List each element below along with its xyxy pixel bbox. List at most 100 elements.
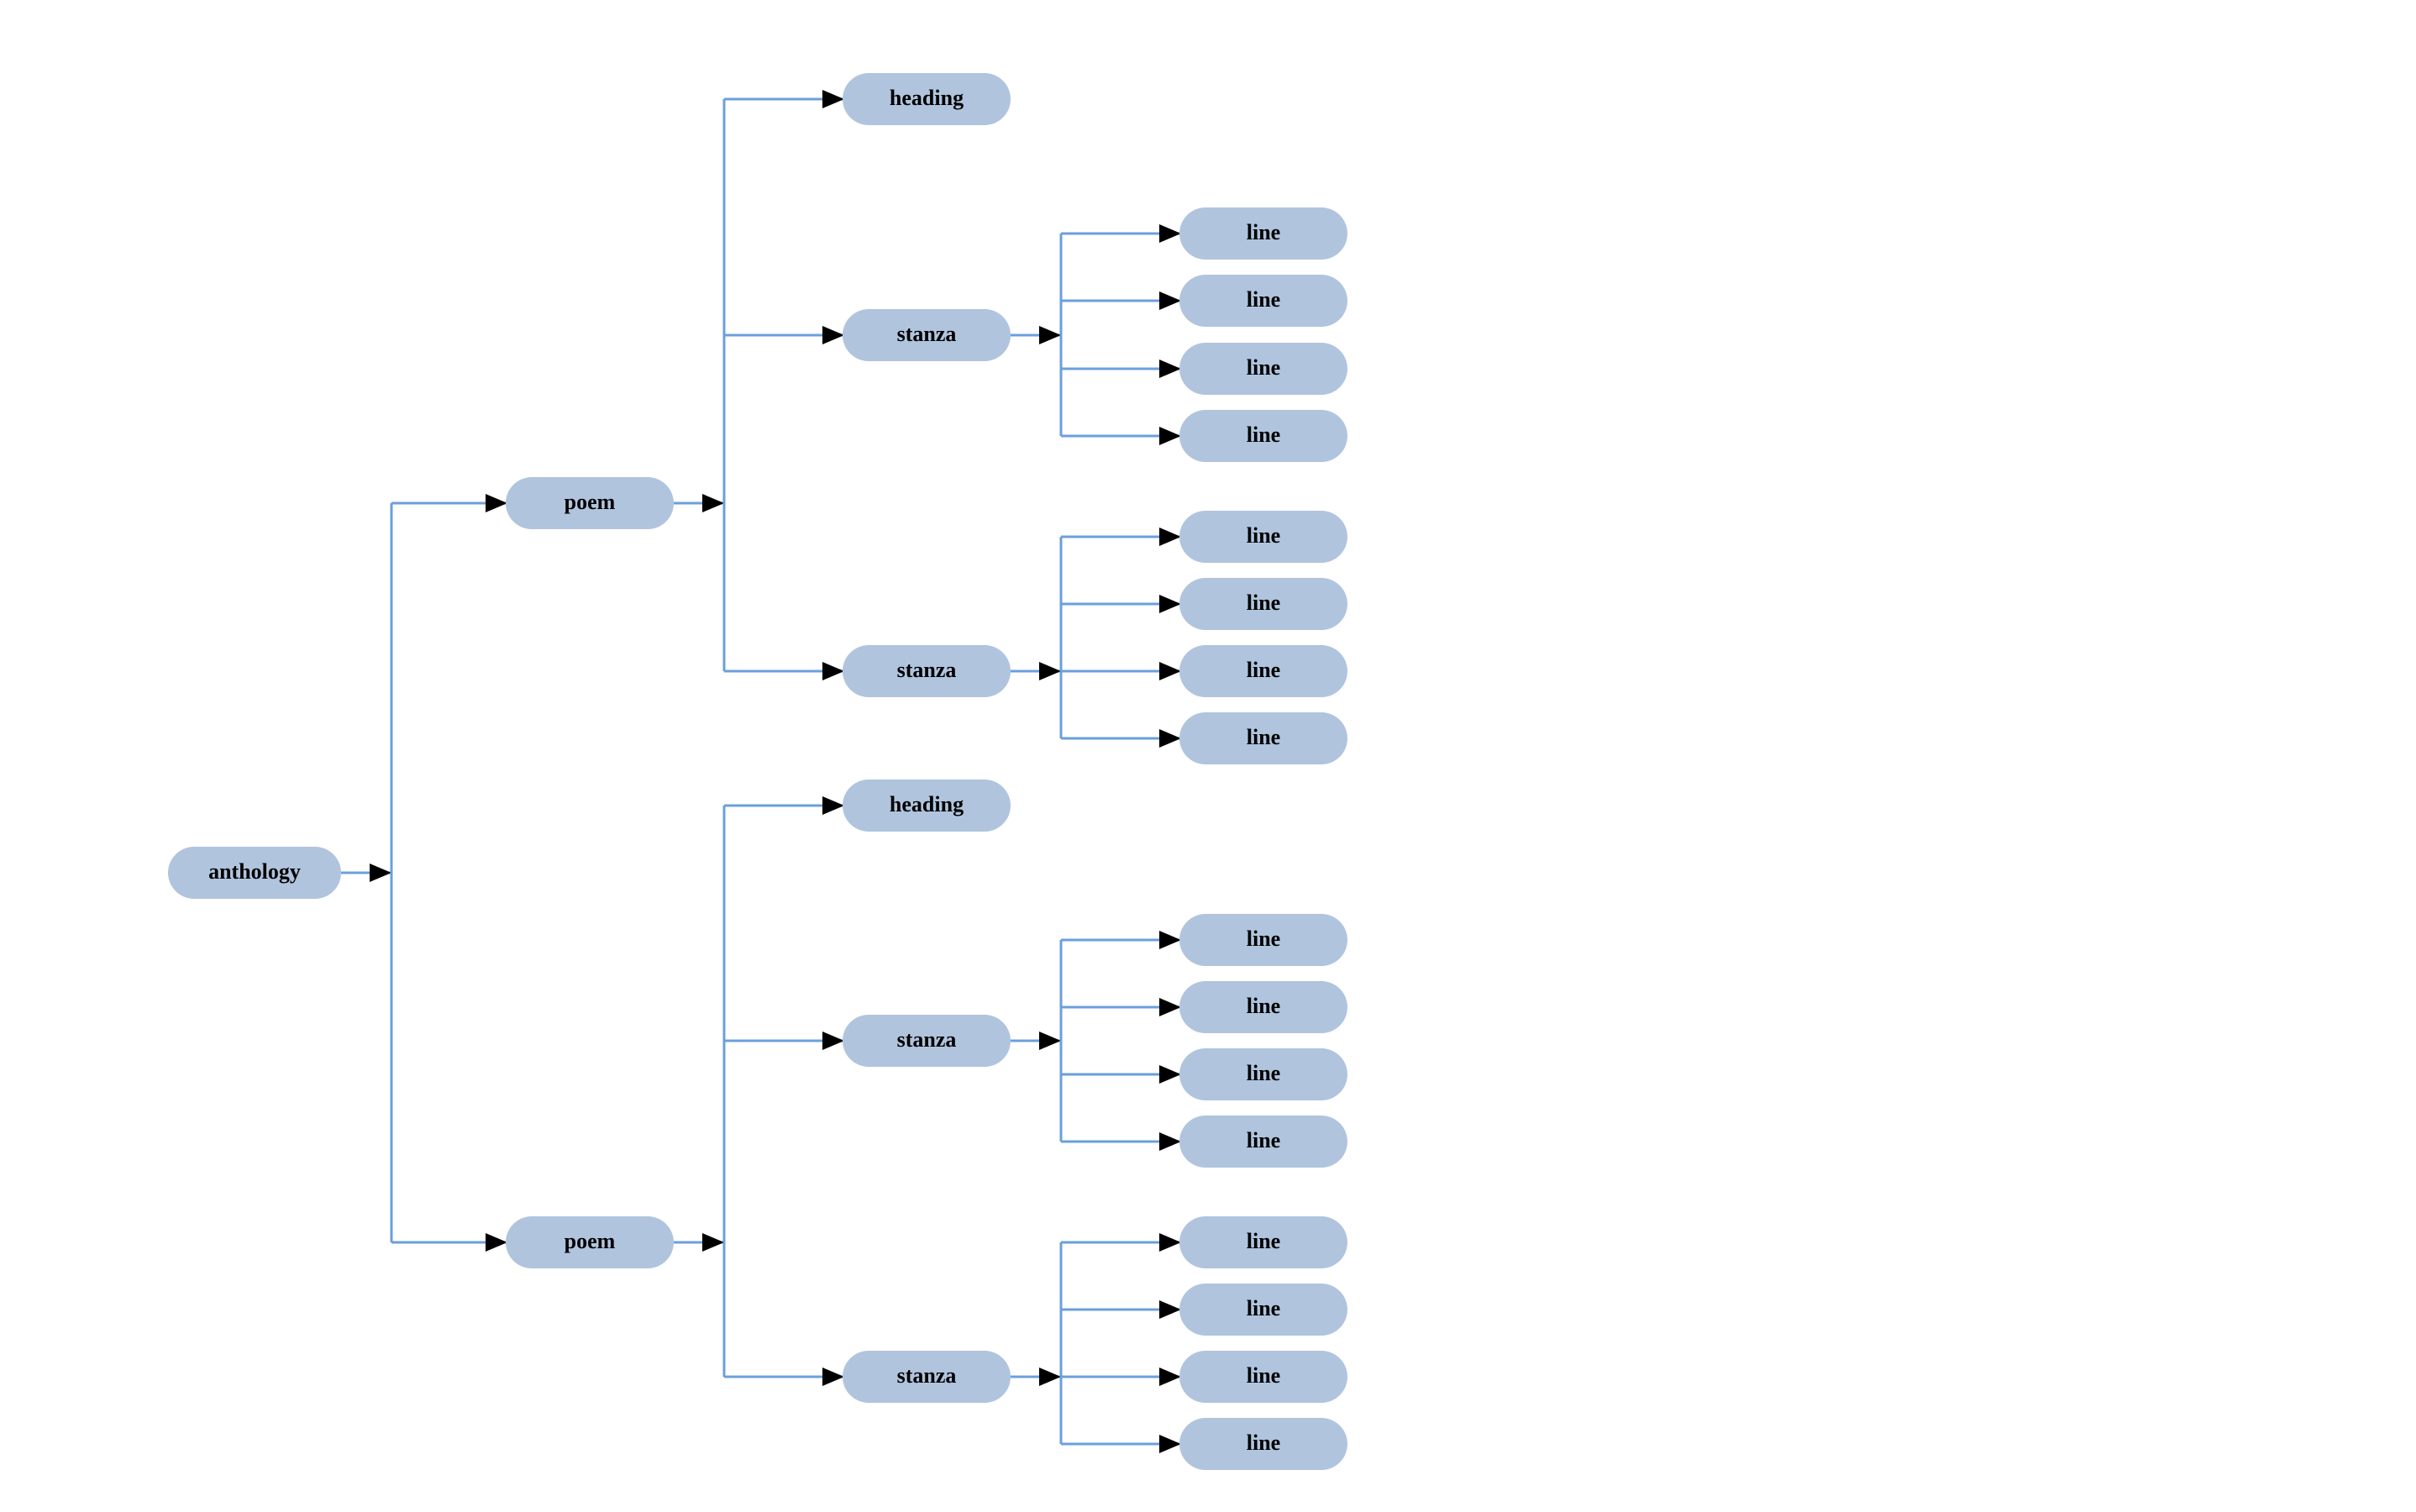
node-shape-poem-2-stanza-1 [843,1015,1011,1067]
arrow-hub-poem-1 [702,494,724,512]
arrow-into-poem-1-stanza-1-line-2 [1159,291,1181,310]
node-shape-poem-2-heading [843,780,1011,832]
arrow-into-poem-2-stanza-1-line-2 [1159,998,1181,1016]
node-poem-2-stanza-1-line-2[interactable]: line [1179,981,1347,1033]
node-label-poem-2-stanza-1-line-2: line [1247,994,1280,1018]
node-shape-poem-1-heading [843,73,1011,125]
edges-layer [341,90,1181,1453]
node-label-poem-1-stanza-1-line-4: line [1247,423,1280,447]
node-shape-poem-1-stanza-1-line-3 [1179,343,1347,395]
node-shape-poem-2-stanza-1-line-2 [1179,981,1347,1033]
node-poem-1-stanza-2-line-4[interactable]: line [1179,712,1347,764]
arrow-into-poem-1-stanza-2-line-4 [1159,729,1181,748]
node-poem-1-heading[interactable]: heading [843,73,1011,125]
arrow-into-poem-2-stanza-1-line-4 [1159,1132,1181,1151]
arrow-into-poem-2-stanza-1-line-3 [1159,1065,1181,1084]
node-shape-poem-2-stanza-2 [843,1351,1011,1403]
node-poem-1-stanza-2[interactable]: stanza [843,645,1011,697]
arrow-hub-poem-1-stanza-1 [1039,326,1061,344]
node-poem-2-stanza-1-line-3[interactable]: line [1179,1048,1347,1100]
node-poem-2-stanza-2-line-4[interactable]: line [1179,1418,1347,1470]
node-poem-2-stanza-2-line-2[interactable]: line [1179,1284,1347,1336]
node-poem-1-stanza-1-line-4[interactable]: line [1179,410,1347,462]
arrow-into-poem-2-stanza-2-line-1 [1159,1233,1181,1252]
node-poem-1-stanza-1-line-1[interactable]: line [1179,207,1347,260]
arrow-into-poem-1-stanza-1-line-1 [1159,224,1181,243]
node-shape-poem-1-stanza-2-line-3 [1179,645,1347,697]
node-label-poem-1-stanza-2-line-2: line [1247,591,1280,615]
node-anthology[interactable]: anthology [168,847,341,899]
node-poem-1-stanza-1-line-2[interactable]: line [1179,275,1347,327]
node-label-poem-1-stanza-1: stanza [897,322,957,346]
node-poem-1-stanza-2-line-2[interactable]: line [1179,578,1347,630]
node-label-poem-1-heading: heading [890,86,964,110]
arrow-into-poem-1-stanza-2-line-1 [1159,528,1181,546]
node-shape-poem-1-stanza-2 [843,645,1011,697]
arrow-hub-poem-2-stanza-1 [1039,1032,1061,1050]
node-shape-poem-2-stanza-2-line-1 [1179,1216,1347,1268]
arrow-into-poem-1-stanza-1 [822,326,844,344]
node-poem-2-heading[interactable]: heading [843,780,1011,832]
node-poem-2[interactable]: poem [506,1216,674,1268]
node-label-poem-2-stanza-1-line-4: line [1247,1128,1280,1152]
node-label-poem-2: poem [565,1229,616,1253]
node-label-poem-2-stanza-2-line-1: line [1247,1229,1280,1253]
node-poem-1-stanza-2-line-1[interactable]: line [1179,511,1347,563]
node-label-poem-1-stanza-2-line-4: line [1247,725,1280,749]
node-poem-2-stanza-2[interactable]: stanza [843,1351,1011,1403]
arrow-into-poem-1-stanza-2 [822,662,844,680]
node-poem-1-stanza-1[interactable]: stanza [843,309,1011,361]
node-poem-2-stanza-1-line-1[interactable]: line [1179,914,1347,966]
node-shape-poem-1-stanza-1 [843,309,1011,361]
node-label-poem-1-stanza-2-line-3: line [1247,658,1280,682]
arrow-into-poem-2-stanza-2-line-4 [1159,1435,1181,1453]
arrow-into-poem-2-stanza-2-line-3 [1159,1368,1181,1386]
node-label-poem-2-heading: heading [890,792,964,816]
node-shape-poem-1 [506,477,674,529]
arrow-hub-anthology [370,864,391,882]
node-shape-poem-1-stanza-2-line-2 [1179,578,1347,630]
node-shape-poem-2-stanza-1-line-1 [1179,914,1347,966]
arrow-into-poem-2-stanza-1 [822,1032,844,1050]
arrow-into-poem-2-stanza-2-line-2 [1159,1300,1181,1319]
node-shape-poem-2-stanza-1-line-4 [1179,1116,1347,1168]
arrow-into-poem-2-stanza-1-line-1 [1159,931,1181,949]
node-shape-poem-1-stanza-1-line-4 [1179,410,1347,462]
arrow-hub-poem-2 [702,1233,724,1252]
node-poem-1[interactable]: poem [506,477,674,529]
node-shape-poem-2-stanza-2-line-2 [1179,1284,1347,1336]
node-poem-2-stanza-1[interactable]: stanza [843,1015,1011,1067]
node-label-poem-1-stanza-2: stanza [897,658,957,682]
node-label-anthology: anthology [208,859,301,884]
node-label-poem-1-stanza-1-line-3: line [1247,355,1280,380]
node-poem-2-stanza-2-line-3[interactable]: line [1179,1351,1347,1403]
node-label-poem-2-stanza-2-line-3: line [1247,1363,1280,1388]
arrow-hub-poem-1-stanza-2 [1039,662,1061,680]
arrow-into-poem-1 [486,494,507,512]
node-shape-poem-2 [506,1216,674,1268]
node-shape-poem-2-stanza-1-line-3 [1179,1048,1347,1100]
node-shape-poem-1-stanza-2-line-1 [1179,511,1347,563]
arrow-into-poem-2-heading [822,796,844,815]
arrow-into-poem-1-stanza-1-line-4 [1159,427,1181,445]
arrow-into-poem-1-heading [822,90,844,108]
node-label-poem-2-stanza-1-line-1: line [1247,927,1280,951]
node-label-poem-2-stanza-2: stanza [897,1363,957,1388]
node-label-poem-1-stanza-1-line-2: line [1247,287,1280,312]
node-label-poem-1-stanza-1-line-1: line [1247,220,1280,244]
node-label-poem-2-stanza-1: stanza [897,1027,957,1052]
node-poem-2-stanza-2-line-1[interactable]: line [1179,1216,1347,1268]
node-label-poem-2-stanza-2-line-4: line [1247,1431,1280,1455]
node-shape-poem-1-stanza-1-line-1 [1179,207,1347,260]
node-label-poem-2-stanza-2-line-2: line [1247,1296,1280,1320]
node-label-poem-1: poem [565,490,616,514]
arrow-into-poem-1-stanza-2-line-3 [1159,662,1181,680]
arrow-into-poem-2 [486,1233,507,1252]
node-poem-1-stanza-1-line-3[interactable]: line [1179,343,1347,395]
node-shape-poem-1-stanza-2-line-4 [1179,712,1347,764]
node-poem-2-stanza-1-line-4[interactable]: line [1179,1116,1347,1168]
node-poem-1-stanza-2-line-3[interactable]: line [1179,645,1347,697]
node-shape-poem-2-stanza-2-line-3 [1179,1351,1347,1403]
